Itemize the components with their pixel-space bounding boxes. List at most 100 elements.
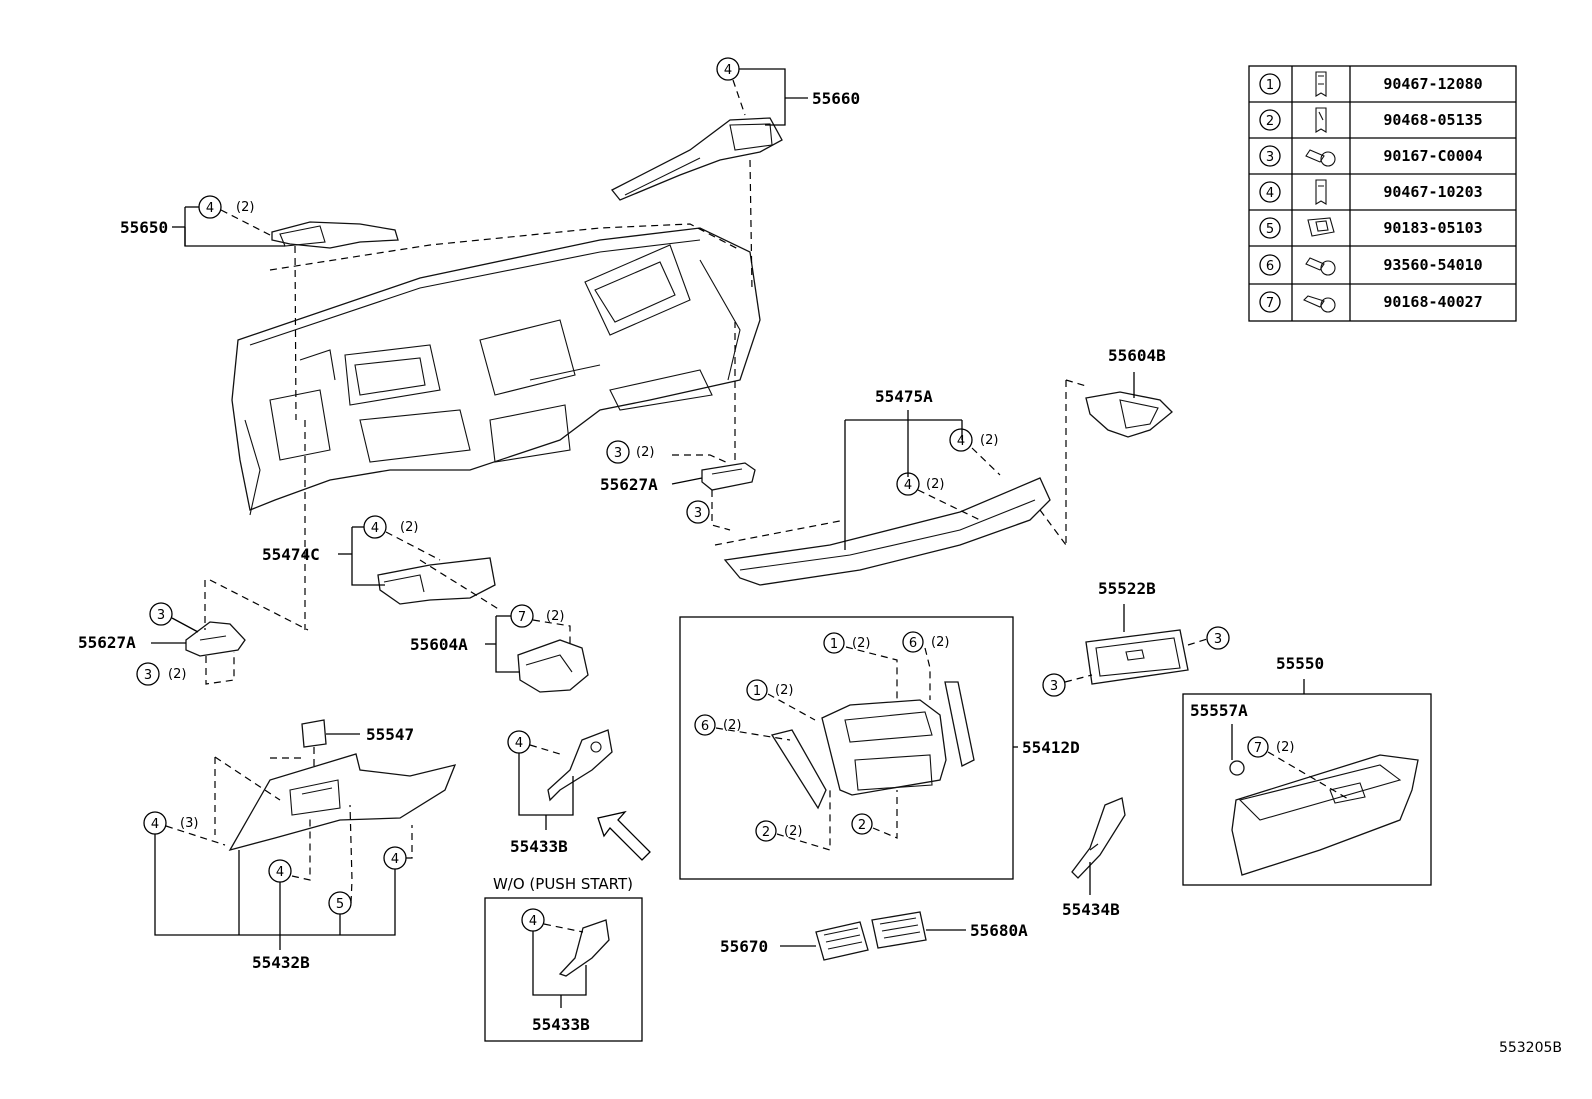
arrow-icon — [597, 810, 651, 861]
part-55522B — [1085, 629, 1189, 685]
table-circle-3: 3 — [1266, 150, 1274, 165]
part-55474C — [377, 557, 496, 605]
callout-circle: 2 — [762, 825, 770, 840]
callout-circle: 3 — [694, 506, 702, 521]
callout-quantity: (2) — [852, 636, 870, 651]
callout-circle: 7 — [518, 610, 526, 625]
callout-quantity: (2) — [236, 200, 254, 215]
part-label-55432B: 55432B — [252, 953, 310, 972]
part-label-55550: 55550 — [1276, 654, 1324, 673]
part-55604A — [517, 639, 589, 693]
part-55670 — [815, 921, 869, 961]
part-55680A — [871, 911, 927, 949]
callout-quantity: (2) — [546, 609, 564, 624]
callout-circle: 5 — [336, 897, 344, 912]
callout-quantity: (3) — [180, 816, 198, 831]
callout-quantity: (2) — [784, 824, 802, 839]
part-55604B — [1085, 391, 1173, 438]
wo-push-start-label: W/O (PUSH START) — [493, 875, 633, 893]
table-circle-2: 2 — [1266, 114, 1274, 129]
part-label-55547: 55547 — [366, 725, 414, 744]
callout-circle: 1 — [830, 637, 838, 652]
nut-icon — [1307, 217, 1335, 237]
table-part-number: 90168-40027 — [1383, 293, 1482, 311]
clip-icon — [1315, 179, 1327, 205]
table-circle-7: 7 — [1266, 296, 1274, 311]
table-circle-1: 1 — [1266, 78, 1274, 93]
instrument-panel — [231, 227, 761, 516]
clip-icon — [1315, 71, 1327, 97]
table-part-number: 90467-12080 — [1383, 75, 1482, 93]
callout-circle: 3 — [144, 668, 152, 683]
part-55433B — [547, 729, 613, 802]
part-label-55433B-wo: 55433B — [532, 1015, 590, 1034]
callout-quantity: (2) — [636, 445, 654, 460]
diagram-reference-number: 553205B — [1499, 1040, 1562, 1056]
table-part-number: 90183-05103 — [1383, 219, 1482, 237]
callout-circle: 4 — [371, 521, 379, 536]
part-label-55650: 55650 — [120, 218, 168, 237]
callout-circle: 3 — [157, 608, 165, 623]
wo-push-start-box — [484, 897, 643, 1042]
callout-circle: 4 — [529, 914, 537, 929]
callout-circle: 7 — [1254, 741, 1262, 756]
table-part-number: 93560-54010 — [1383, 256, 1482, 274]
part-label-55433B: 55433B — [510, 837, 568, 856]
part-55627A-right — [701, 462, 756, 491]
callout-circle: 3 — [1050, 679, 1058, 694]
part-label-55557A: 55557A — [1190, 701, 1248, 720]
callout-circle: 4 — [515, 736, 523, 751]
table-part-number: 90468-05135 — [1383, 111, 1482, 129]
part-label-55660: 55660 — [812, 89, 860, 108]
callout-quantity: (2) — [980, 433, 998, 448]
callout-circle: 4 — [391, 852, 399, 867]
callout-quantity: (2) — [931, 635, 949, 650]
callout-circle: 6 — [701, 719, 709, 734]
clip-icon — [1315, 107, 1327, 133]
part-55660 — [610, 117, 783, 201]
callout-quantity: (2) — [1276, 740, 1294, 755]
callout-circle: 6 — [909, 636, 917, 651]
screw-icon — [1305, 257, 1336, 276]
part-label-55412D: 55412D — [1022, 738, 1080, 757]
part-label-55434B: 55434B — [1062, 900, 1120, 919]
callout-circle: 4 — [206, 201, 214, 216]
table-circle-4: 4 — [1266, 186, 1274, 201]
group-55550 — [1182, 693, 1432, 886]
callout-circle: 2 — [858, 818, 866, 833]
callout-quantity: (2) — [775, 683, 793, 698]
part-label-55604A: 55604A — [410, 635, 468, 654]
table-circle-6: 6 — [1266, 259, 1274, 274]
callout-circle: 3 — [1214, 632, 1222, 647]
callout-circle: 4 — [957, 434, 965, 449]
part-55547 — [301, 719, 327, 748]
part-label-55680A: 55680A — [970, 921, 1028, 940]
callout-circle: 4 — [276, 865, 284, 880]
part-label-55627A: 55627A — [600, 475, 658, 494]
part-55434B — [1071, 797, 1126, 879]
screw-icon — [1305, 149, 1336, 167]
callout-circle: 4 — [904, 478, 912, 493]
table-circle-5: 5 — [1266, 222, 1274, 237]
callout-circle: 4 — [724, 63, 732, 78]
part-label-55475A: 55475A — [875, 387, 933, 406]
callout-quantity: (2) — [926, 477, 944, 492]
callout-quantity: (2) — [723, 718, 741, 733]
callout-quantity: (2) — [400, 520, 418, 535]
part-55650 — [271, 221, 399, 249]
part-label-55604B: 55604B — [1108, 346, 1166, 365]
callout-circle: 1 — [753, 684, 761, 699]
screw-icon — [1303, 295, 1336, 313]
part-label-55522B: 55522B — [1098, 579, 1156, 598]
fastener-table: 1 2 3 4 5 6 7 — [1248, 65, 1517, 322]
part-label-55670: 55670 — [720, 937, 768, 956]
part-label-55627A: 55627A — [78, 633, 136, 652]
callout-quantity: (2) — [168, 667, 186, 682]
callout-circle: 3 — [614, 446, 622, 461]
callout-circle: 4 — [151, 817, 159, 832]
group-55412D — [679, 616, 1014, 880]
part-55432B — [228, 753, 457, 852]
part-55475A — [723, 477, 1051, 586]
table-part-number: 90467-10203 — [1383, 183, 1482, 201]
